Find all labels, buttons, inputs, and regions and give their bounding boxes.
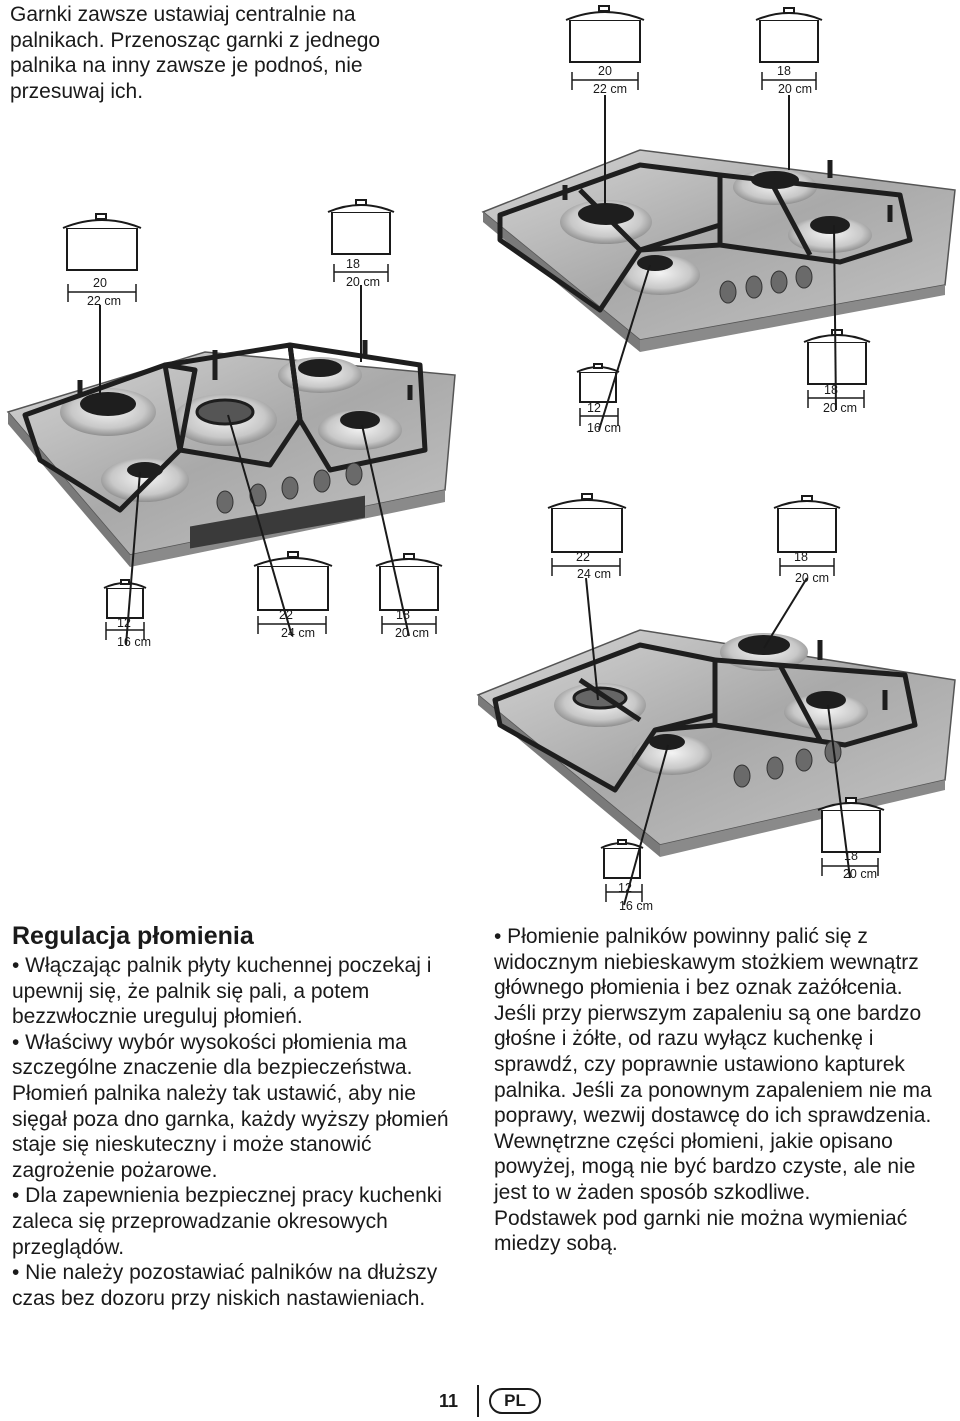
pot-label: 18 (346, 257, 360, 271)
burner (101, 458, 189, 502)
paragraph: • Nie należy pozostawiać palników na dłu… (12, 1261, 438, 1310)
pot-label: 18 (844, 849, 858, 863)
pot-label: 16 cm (117, 635, 151, 649)
dimension-arrows (67, 72, 879, 902)
pot-icon (331, 211, 391, 255)
pointer-lines (99, 95, 851, 906)
paragraph: Podstawek pod garnki nie można wymieniać… (494, 1206, 908, 1256)
page-footer: 11 PL (0, 1385, 960, 1421)
pot-label: 16 cm (619, 899, 653, 913)
pot-icon (551, 507, 623, 553)
paragraph: Wewnętrzne części płomieni, jakie opisan… (494, 1129, 916, 1204)
paragraph: • Włączając palnik płyty kuchennej pocze… (12, 954, 432, 1029)
pot-label: 22 cm (593, 82, 627, 96)
pot-label: 24 cm (281, 626, 315, 640)
pot-icon (569, 19, 641, 63)
left-column: • Włączając palnik płyty kuchennej pocze… (12, 953, 462, 1311)
pot-label: 20 cm (795, 571, 829, 585)
paragraph: • Płomienie palników powinny palić się z… (494, 925, 932, 1128)
pot-icon (579, 371, 617, 403)
pot-label: 20 cm (346, 275, 380, 289)
pot-icon (66, 227, 138, 271)
pot-label: 18 (777, 64, 791, 78)
pot-label: 12 (618, 881, 632, 895)
language-badge: PL (489, 1388, 541, 1414)
page-number: 11 (438, 1391, 458, 1411)
pot-label: 20 cm (778, 82, 812, 96)
pot-label: 12 (587, 401, 601, 415)
pot-label: 20 cm (823, 401, 857, 415)
intro-paragraph: Garnki zawsze ustawiaj centralnie na pal… (10, 3, 381, 103)
hob-bottom-right (476, 629, 956, 857)
footer-divider (477, 1385, 479, 1417)
hob-top-right (481, 149, 956, 352)
pot-label: 22 (576, 550, 590, 564)
pot-icons (62, 5, 885, 879)
pot-label: 22 (279, 608, 293, 622)
pot-label: 20 cm (395, 626, 429, 640)
pot-label: 18 (396, 608, 410, 622)
pot-icon (777, 507, 837, 553)
paragraph: • Właściwy wybór wysokości płomienia ma … (12, 1030, 449, 1182)
pot-labels: 20 22 cm 18 20 cm 20 22 cm 18 20 cm 12 1… (87, 64, 877, 913)
pot-icon (257, 565, 329, 611)
burner (784, 694, 868, 730)
paragraph: • Dla zapewnienia bezpiecznej pracy kuch… (12, 1184, 442, 1259)
pot-label: 16 cm (587, 421, 621, 435)
pot-label: 22 cm (87, 294, 121, 308)
pot-label: 18 (824, 383, 838, 397)
pot-label: 12 (117, 616, 131, 630)
pot-icon (807, 341, 867, 385)
hob-left (6, 340, 456, 567)
pot-label: 20 (598, 64, 612, 78)
right-column: • Płomienie palników powinny palić się z… (494, 924, 934, 1257)
burner (318, 410, 402, 450)
pot-icon (759, 19, 819, 63)
pot-icon (821, 809, 881, 853)
pot-label: 24 cm (577, 567, 611, 581)
pot-icon (379, 565, 439, 611)
burner (788, 217, 872, 253)
pot-label: 20 (93, 276, 107, 290)
pot-label: 18 (794, 550, 808, 564)
pot-label: 20 cm (843, 867, 877, 881)
section-title: Regulacja płomienia (12, 922, 254, 950)
pot-icon (106, 587, 144, 619)
